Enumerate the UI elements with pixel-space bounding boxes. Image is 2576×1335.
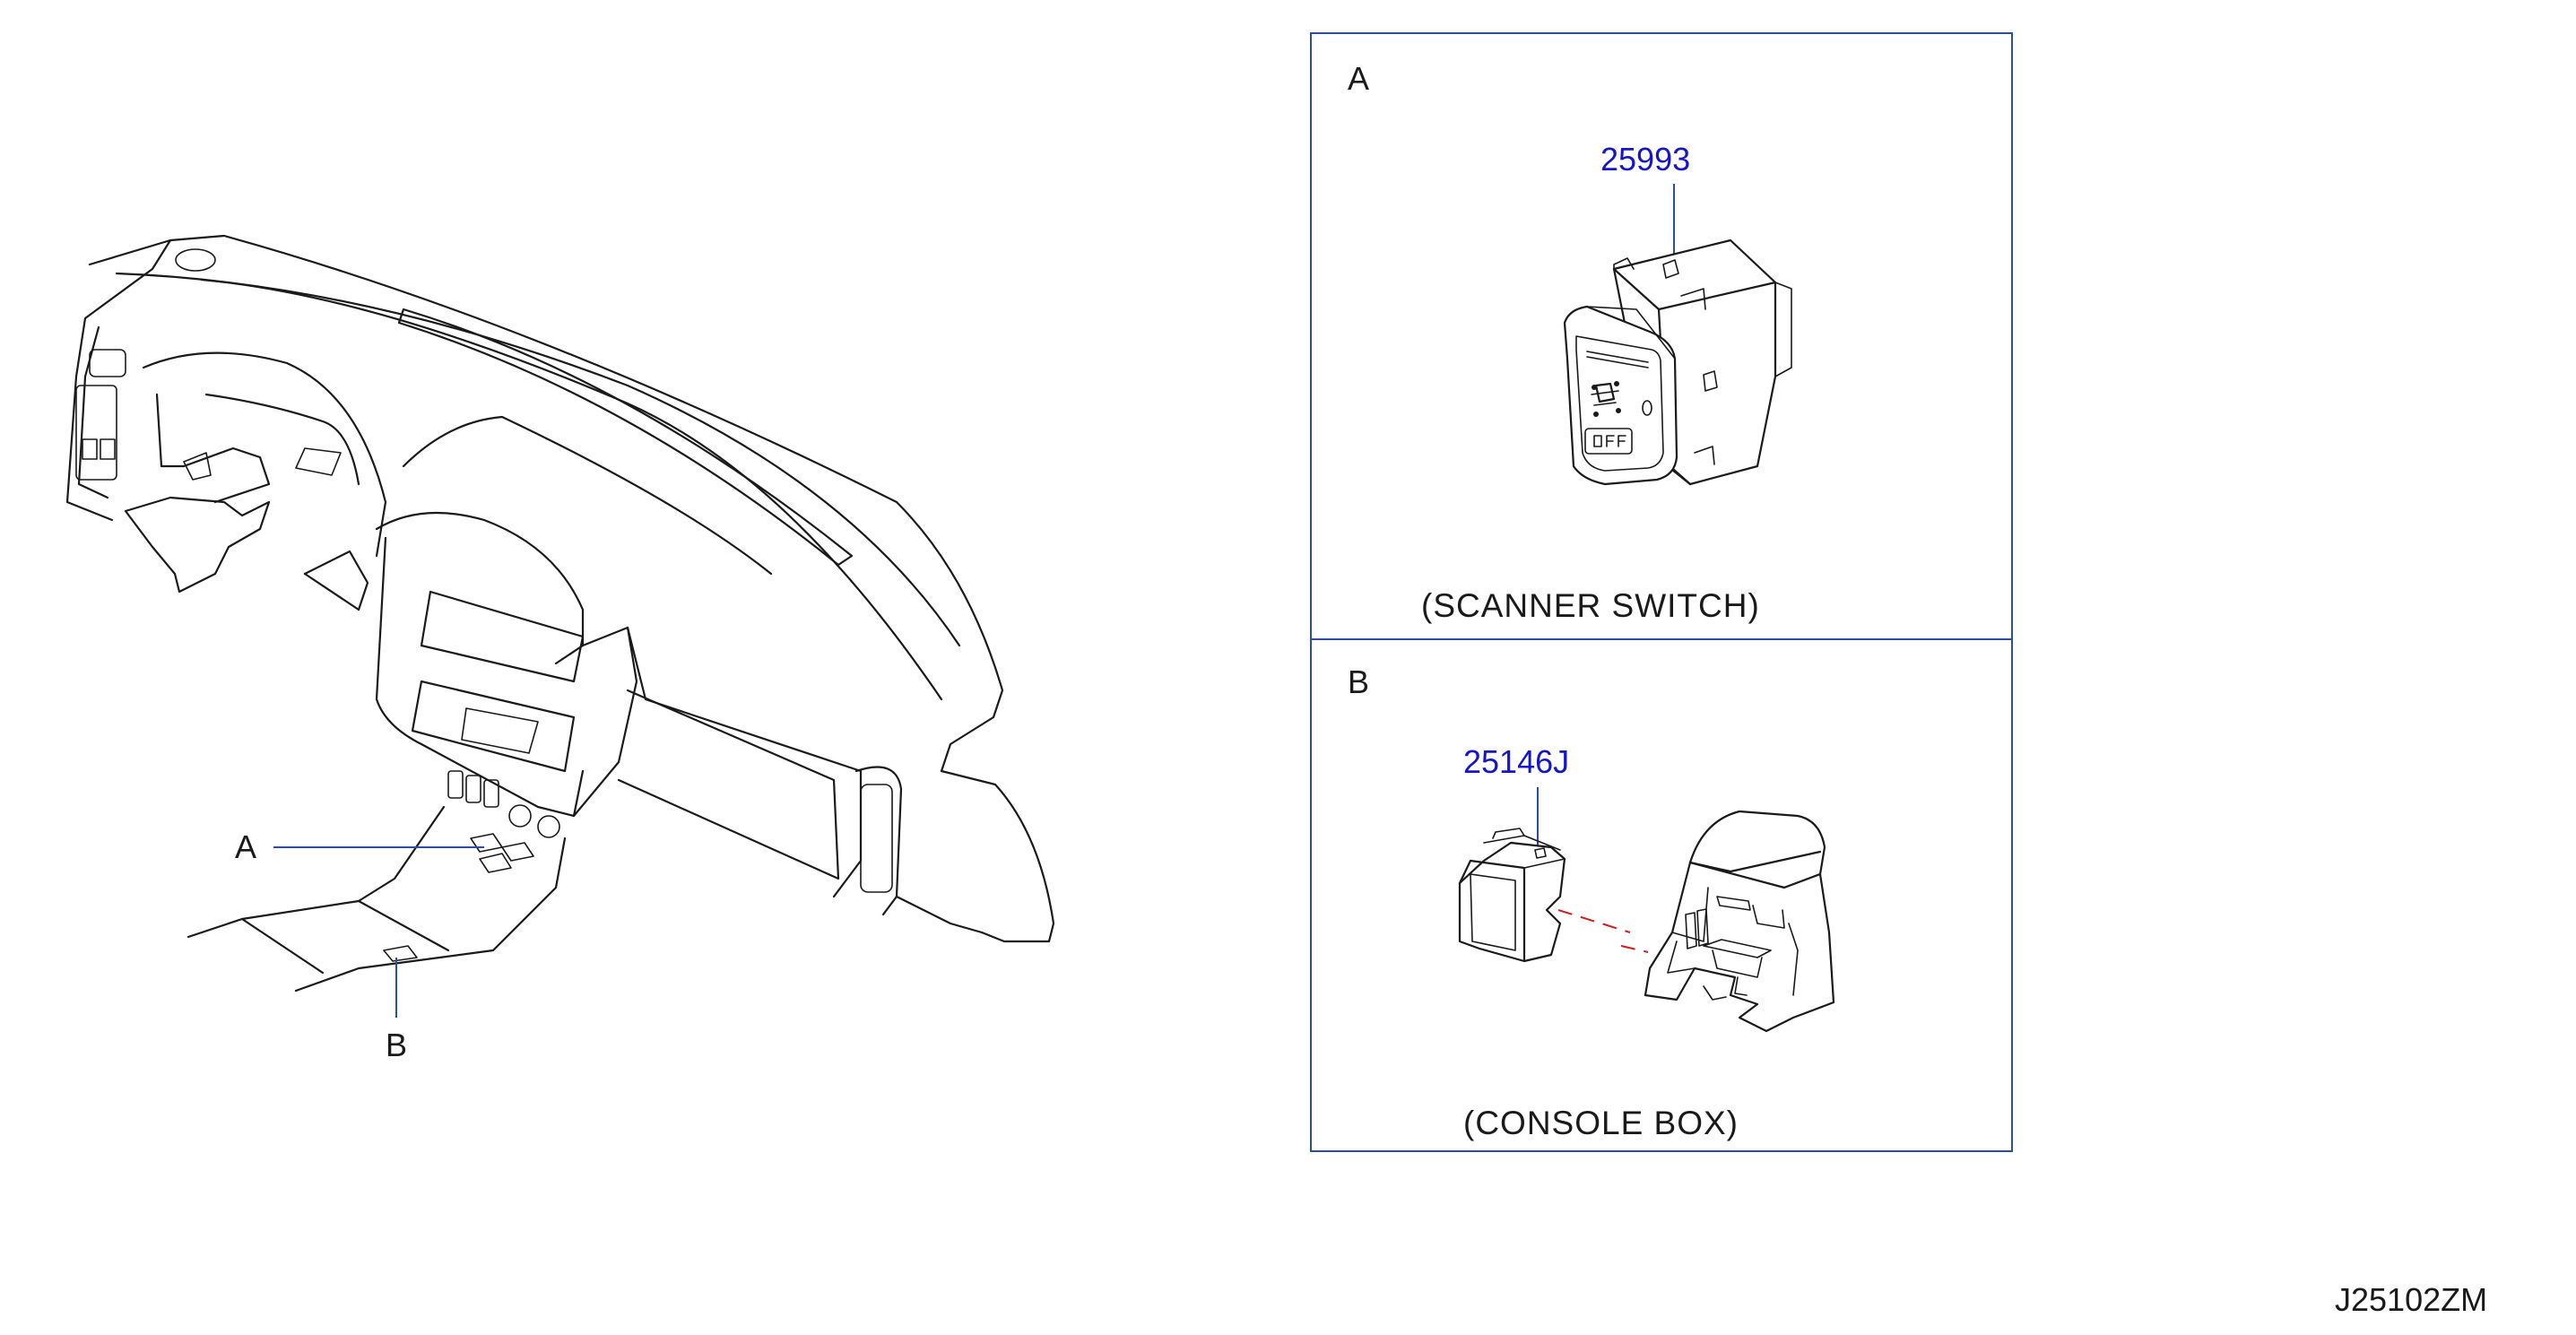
install-guide-dash-1 bbox=[1557, 909, 1631, 933]
install-guide-dash-2 bbox=[1620, 945, 1649, 953]
callout-a: A bbox=[235, 828, 484, 865]
dashboard-illustration bbox=[65, 234, 1055, 993]
panel-a-caption: (SCANNER SWITCH) bbox=[1421, 587, 1760, 624]
panel-b: B 25146J bbox=[1348, 663, 1835, 1141]
callout-b-label: B bbox=[386, 1027, 407, 1063]
panel-a: A 25993 bbox=[1348, 60, 1792, 624]
detail-panel-frame bbox=[1310, 32, 2013, 1152]
panel-b-letter: B bbox=[1348, 663, 1369, 700]
diagram-code: J25102ZM bbox=[2335, 1281, 2487, 1318]
callout-a-label: A bbox=[235, 828, 256, 865]
panel-a-part-number: 25993 bbox=[1600, 141, 1690, 178]
panel-a-letter: A bbox=[1348, 60, 1369, 97]
panel-b-part-number: 25146J bbox=[1463, 743, 1569, 780]
panel-b-caption: (CONSOLE BOX) bbox=[1463, 1105, 1739, 1141]
console-box-drawing bbox=[1644, 810, 1835, 1033]
console-switch-drawing bbox=[1458, 828, 1566, 963]
scanner-switch-drawing bbox=[1563, 238, 1792, 486]
callout-b: B bbox=[386, 958, 407, 1063]
